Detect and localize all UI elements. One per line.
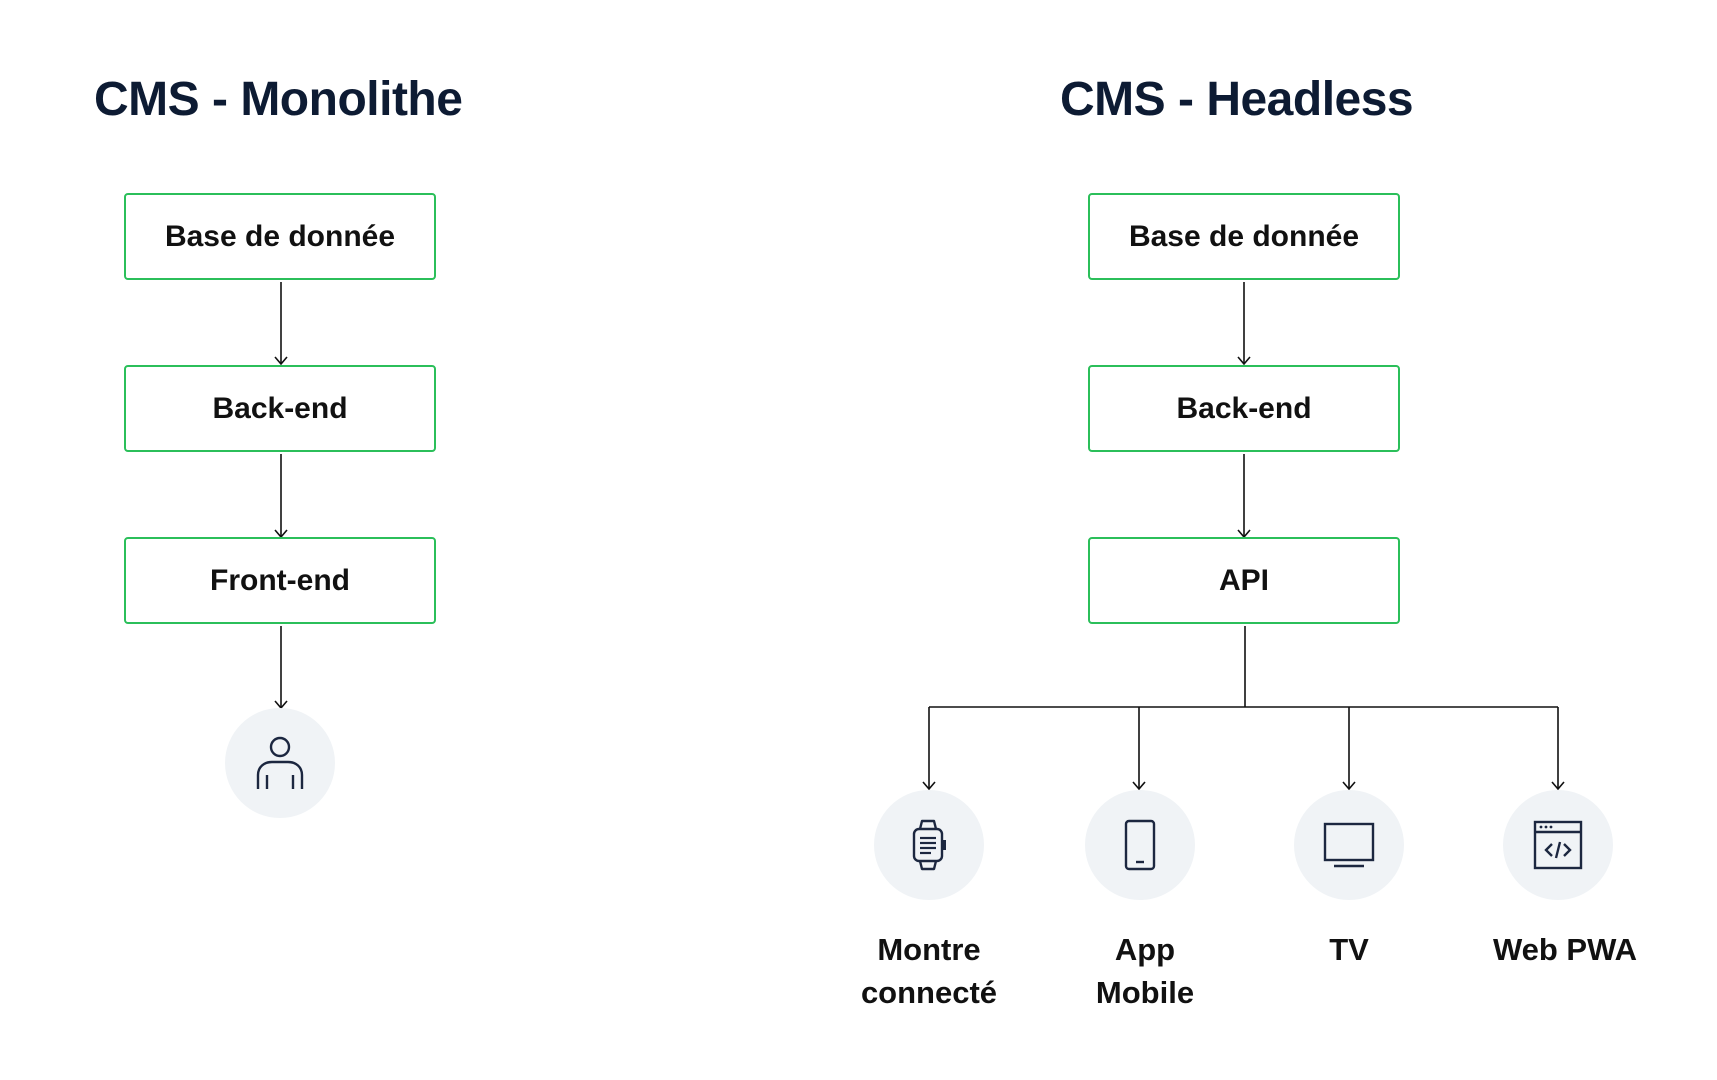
mobile-circle <box>1085 790 1195 900</box>
device-label-line: TV <box>1329 932 1369 967</box>
box-label: Back-end <box>212 391 348 425</box>
user-circle <box>225 708 335 818</box>
smartphone-icon <box>1124 819 1156 871</box>
box-label: API <box>1218 563 1269 597</box>
tv-icon <box>1323 822 1375 868</box>
device-label-line: connecté <box>860 975 998 1010</box>
device-label-line: Mobile <box>1095 975 1195 1010</box>
monolithe-title: CMS - Monolithe <box>94 73 463 126</box>
box-label: Base de donnée <box>164 219 396 253</box>
smartwatch-icon <box>912 819 946 871</box>
device-label-web: Web PWA <box>1455 928 1675 971</box>
headless-backend-box: Back-end <box>1088 365 1400 452</box>
device-label-line: Montre <box>877 932 981 967</box>
monolithe-frontend-box: Front-end <box>124 537 436 624</box>
headless-database-box: Base de donnée <box>1088 193 1400 280</box>
web-circle <box>1503 790 1613 900</box>
device-label-line: Web PWA <box>1492 932 1638 967</box>
device-label-tv: TV <box>1239 928 1459 971</box>
web-code-icon <box>1533 820 1583 870</box>
watch-circle <box>874 790 984 900</box>
box-label: Front-end <box>210 563 350 597</box>
user-icon <box>256 736 304 789</box>
headless-api-box: API <box>1088 537 1400 624</box>
headless-title: CMS - Headless <box>1060 73 1414 126</box>
device-label-line: App <box>1114 932 1176 967</box>
device-label-watch: Montre connecté <box>819 928 1039 1014</box>
box-label: Base de donnée <box>1128 219 1360 253</box>
monolithe-backend-box: Back-end <box>124 365 436 452</box>
device-label-mobile: App Mobile <box>1035 928 1255 1014</box>
tv-circle <box>1294 790 1404 900</box>
box-label: Back-end <box>1176 391 1312 425</box>
monolithe-database-box: Base de donnée <box>124 193 436 280</box>
